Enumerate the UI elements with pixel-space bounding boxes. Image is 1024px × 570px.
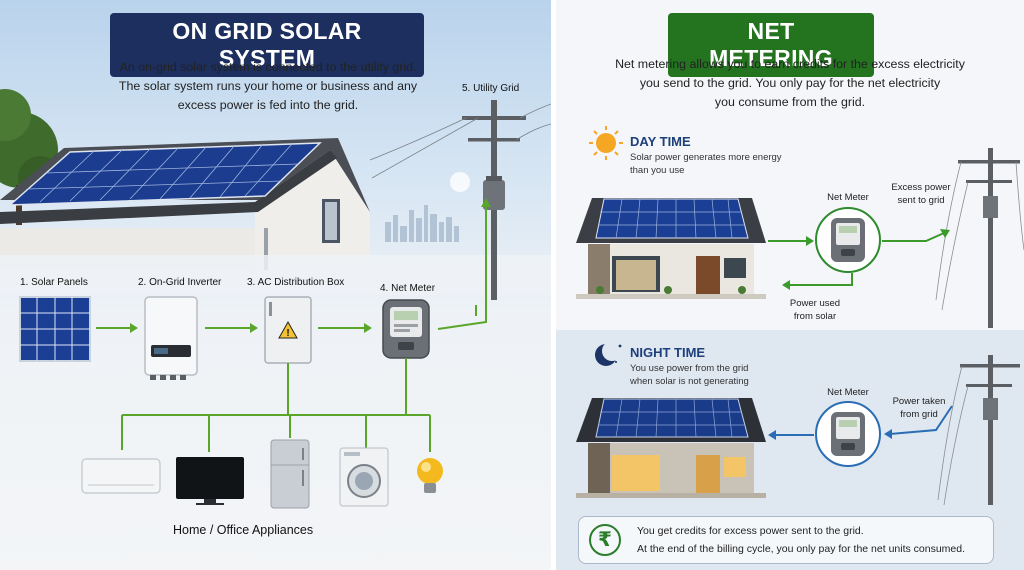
night-time-title: NIGHT TIME [630,345,706,360]
distribution-box-icon: ! [264,296,312,364]
net-meter-icon [382,299,430,359]
credit-line-1: You get credits for excess power sent to… [637,525,864,537]
roof-solar-array [7,142,322,206]
washing-machine-icon [339,447,389,507]
appliances-label: Home / Office Appliances [173,523,314,537]
night-net-meter-icon [815,401,881,467]
energy-flow-arrows [96,198,491,452]
on-grid-title: ON GRID SOLAR SYSTEM [110,13,424,77]
television-icon [176,457,244,505]
power-taken-label: Power taken from grid [892,396,946,420]
net-metering-title: NET METERING [668,13,874,77]
day-flow-arrows [768,229,950,290]
step-utility-grid-label: 5. Utility Grid [462,83,520,94]
night-utility-pole [937,355,1020,506]
on-grid-panel: ! [0,0,551,570]
step-solar-panels-label: 1. Solar Panels [20,277,88,288]
step-net-meter-label: 4. Net Meter [380,283,436,294]
city-skyline [385,205,459,242]
night-house [576,398,766,498]
step-inverter-label: 2. On-Grid Inverter [138,277,222,288]
night-net-meter-label: Net Meter [827,387,869,398]
power-used-label: Power used from solar [789,298,841,322]
sun-icon [589,126,623,160]
net-metering-intro: Net metering allows you to earn credits … [615,57,965,109]
refrigerator-icon [270,439,310,509]
day-net-meter-label: Net Meter [827,192,869,203]
day-house [576,198,766,299]
day-time-description: Solar power generates more energy than y… [630,152,782,176]
air-conditioner-icon [81,458,161,494]
inverter-icon [144,296,198,380]
solar-panel-icon [19,296,91,362]
on-grid-illustration: ! [0,89,551,509]
on-grid-intro: An on-grid solar system is connected to … [118,60,418,112]
day-time-title: DAY TIME [630,134,691,149]
panel-divider [551,0,556,570]
light-bulb-icon [417,458,443,493]
day-net-meter-icon [815,207,881,273]
night-time-description: You use power from the grid when solar i… [630,363,749,387]
rupee-icon: ₹ [589,524,621,556]
step-distribution-label: 3. AC Distribution Box [247,277,345,288]
svg-text:!: ! [286,328,289,339]
net-metering-illustration [576,126,1024,506]
night-flow-arrows [768,405,953,440]
net-metering-panel: NET METERING Net metering allows you to … [556,0,1024,570]
credit-info-box: ₹ You get credits for excess power sent … [578,516,994,564]
credit-line-2: At the end of the billing cycle, you onl… [637,543,966,555]
day-utility-pole [935,148,1024,328]
moon-icon [595,341,622,366]
excess-power-label: Excess power sent to grid [891,182,951,206]
